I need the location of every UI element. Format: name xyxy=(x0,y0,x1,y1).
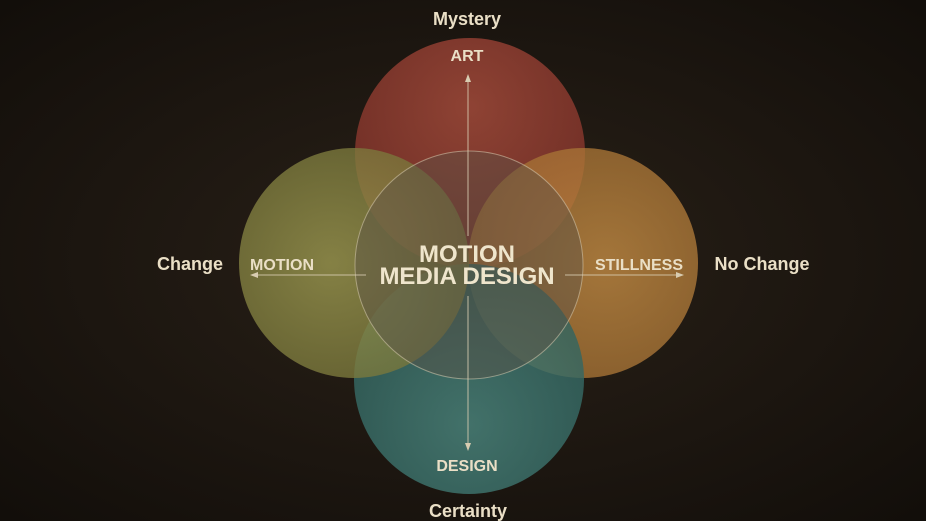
axis-label-certainty: Certainty xyxy=(429,501,507,521)
axis-arrows xyxy=(250,74,684,451)
axis-lines xyxy=(256,80,678,445)
axis-label-mystery: Mystery xyxy=(433,9,501,29)
art-label: ART xyxy=(451,48,484,65)
motion-label: MOTION xyxy=(250,257,314,274)
arrow-down-icon xyxy=(465,443,471,451)
center-title-line1: MOTION xyxy=(419,241,515,268)
motion-circle xyxy=(239,148,469,378)
design-label: DESIGN xyxy=(436,458,497,475)
center-circle xyxy=(354,150,584,380)
arrow-up-icon xyxy=(465,74,471,82)
stillness-label: STILLNESS xyxy=(595,257,683,274)
center-title-line2: MEDIA DESIGN xyxy=(379,263,554,290)
axis-label-no-change: No Change xyxy=(714,254,809,274)
arrow-right-icon xyxy=(676,272,684,278)
arrow-left-icon xyxy=(250,272,258,278)
axis-label-change: Change xyxy=(157,254,223,274)
